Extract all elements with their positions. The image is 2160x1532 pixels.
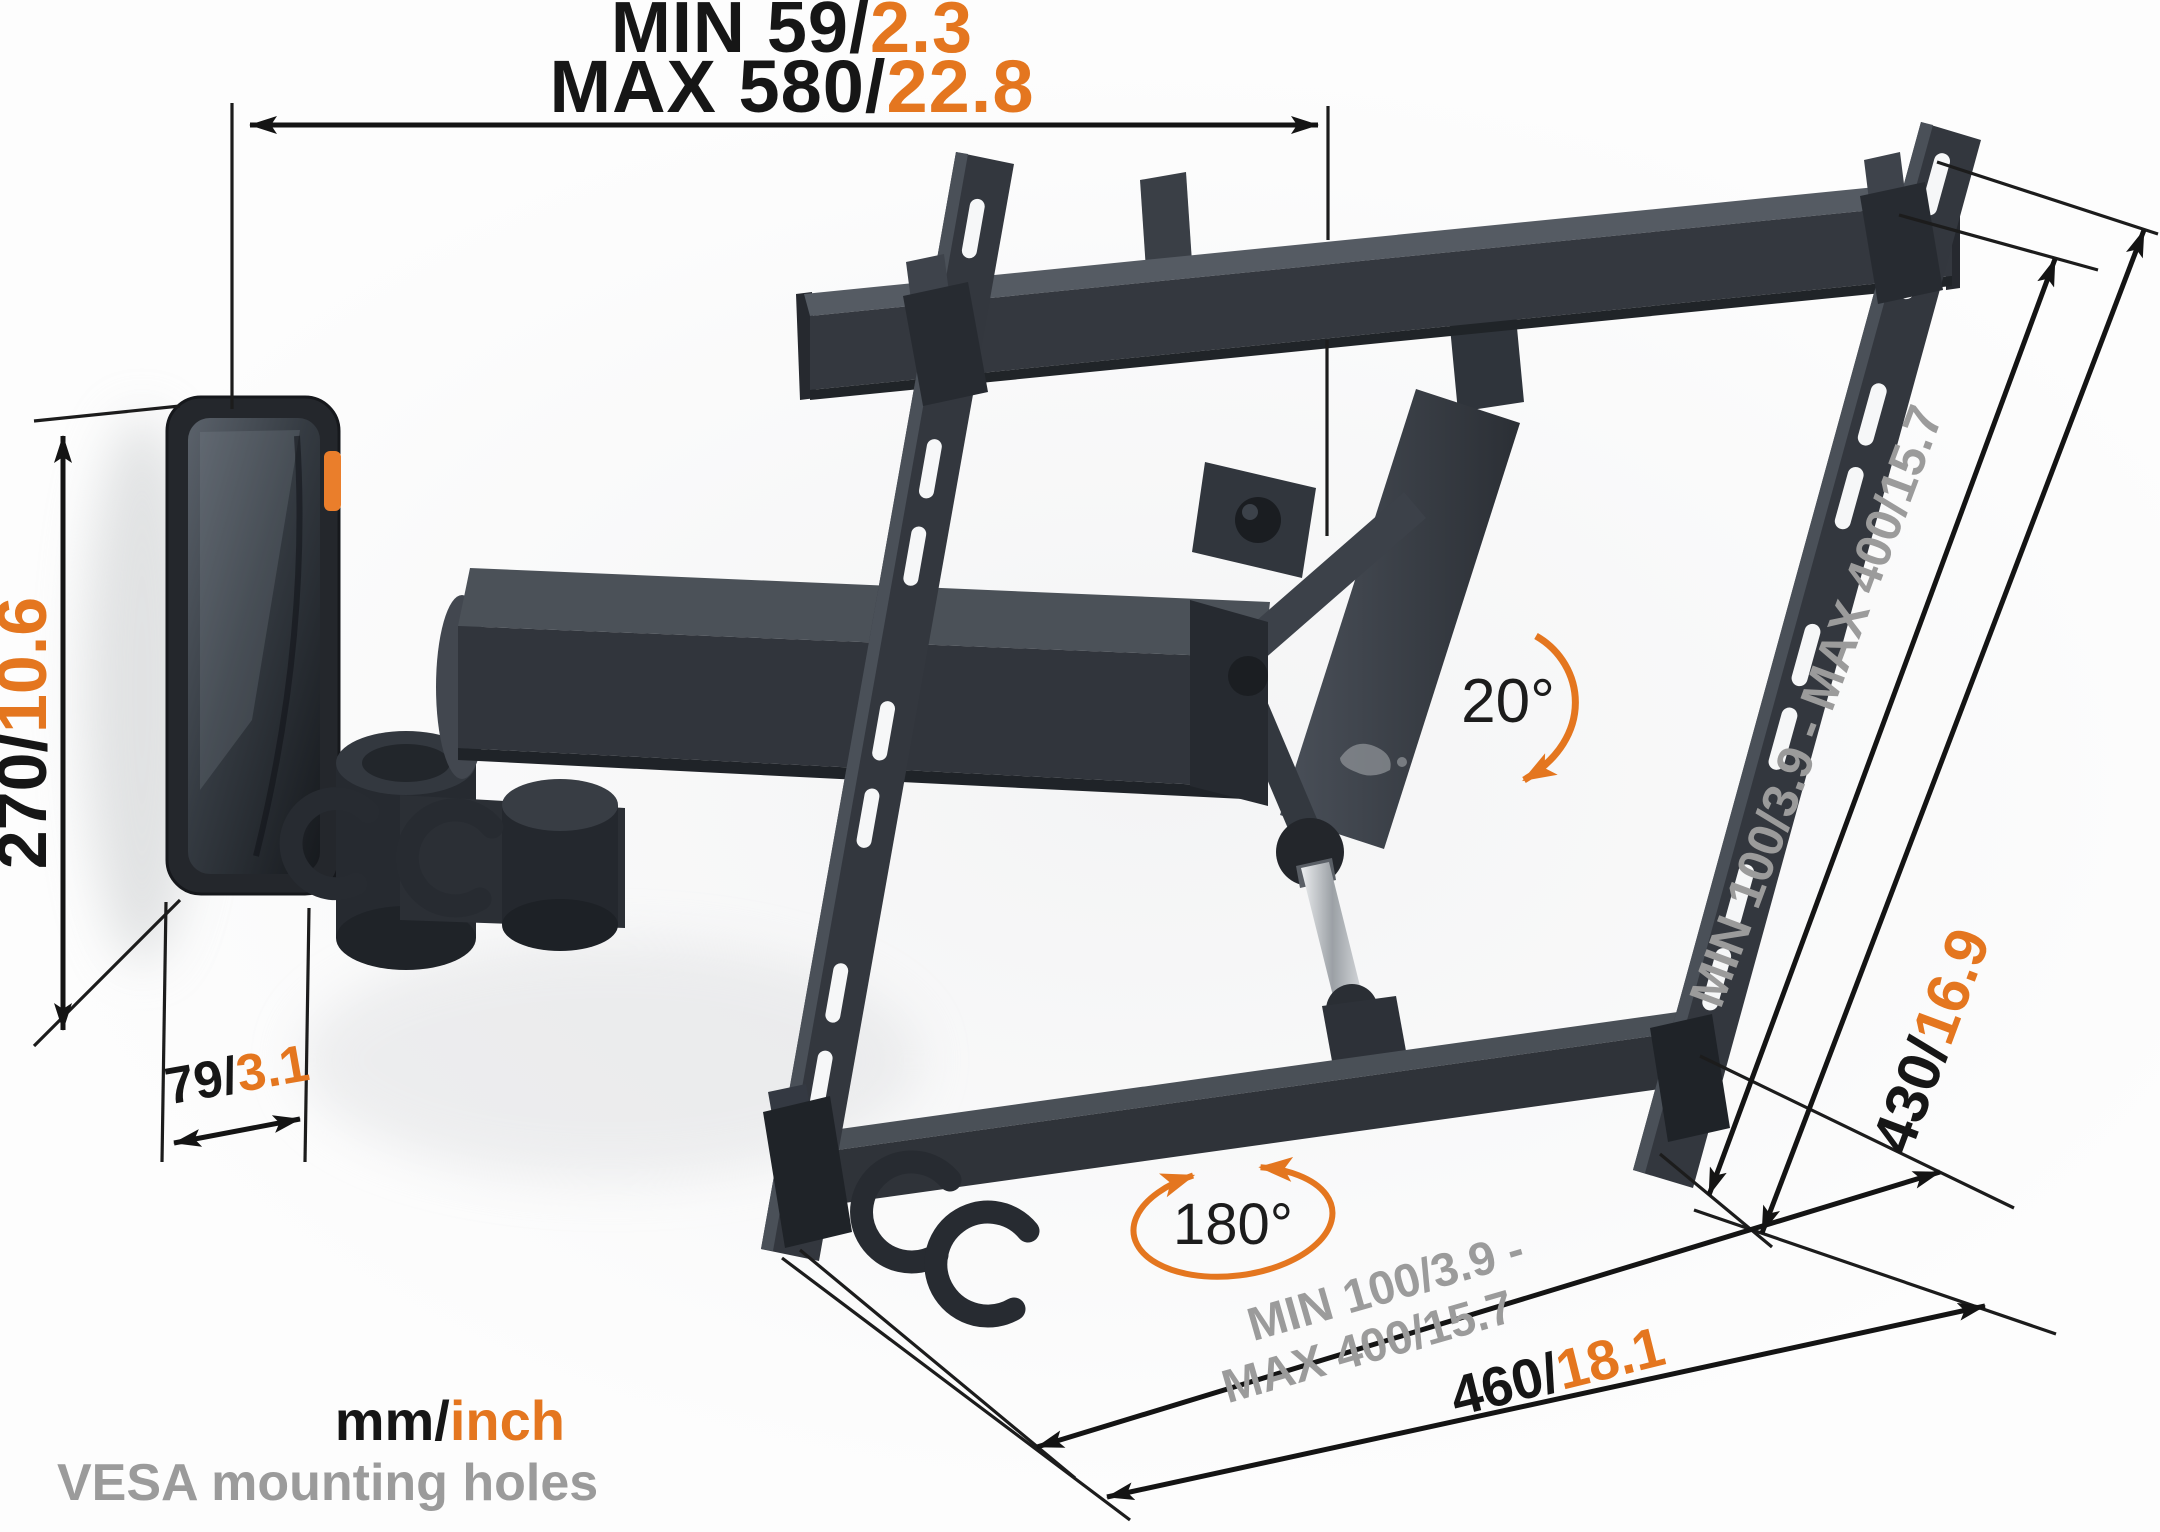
label-plate-depth: 79/3.1 [161,1034,313,1116]
label-wall-distance-max: MAX 580/22.8 [549,45,1034,128]
vesa-slot-hole [961,198,985,259]
top-crossbar-bottom-edge [810,276,1952,400]
ext-line [798,1248,1077,1480]
elbow-joint [502,779,618,951]
label-units-legend: mm/inch [335,1389,565,1452]
rail-clamp [763,1096,852,1248]
tilt-knob [1235,497,1281,543]
left-vesa-rail [761,152,1014,1261]
tilt-pivot [1228,656,1268,696]
dimension-lines [54,116,2147,1501]
tilt-mechanism [1140,172,1524,1072]
elbow-bottom [502,899,618,951]
wall-plate [165,395,341,896]
label-plate-height: 270/10.6 [0,597,61,870]
wall-plate-face [188,418,320,874]
bottom-crossbar-front-face [794,1030,1696,1210]
top-crossbar-top-face [804,180,1952,316]
left-rail-edge-highlight [761,152,968,1251]
orange-release-clip [324,451,341,511]
arm-top-face [458,568,1270,658]
cable-clip-icon [395,798,504,918]
vesa-slot-hole [903,526,927,586]
label-tilt-angle: 20° [1461,667,1555,736]
rail-hook [903,282,988,406]
elbow-top [502,779,618,831]
cable-clip-icon [924,1200,1040,1328]
vesa-slot-hole [825,963,849,1023]
top-crossbar [796,176,1960,400]
hinge-barrel-bottom [336,906,476,970]
dim-line-plate-depth [173,1115,301,1147]
tilt-knob-highlight [1242,504,1258,520]
vogels-logo [1340,743,1407,776]
label-vesa-legend: VESA mounting holes [57,1454,598,1512]
dim-line-bracket-width [1106,1302,1986,1501]
ext-line [33,404,181,423]
cable-clip-icon [850,1150,962,1274]
ext-line [303,907,311,1163]
vesa-slot-hole [872,701,896,761]
bottom-crossbar-top-face [790,1010,1696,1156]
vesa-slot-hole [918,439,942,499]
cable-clip-icon [279,787,380,901]
piston-shaft [1301,862,1364,1008]
ext-line [1936,160,2159,236]
wall-plate-gloss [200,430,300,790]
swivel-arrow-icon [1130,1157,1336,1280]
hinge-barrel-inner [362,744,450,782]
label-wall-distance-min: MIN 59/2.3 [611,0,973,68]
tilt-head-bracket [1190,600,1268,806]
tilt-link-upper [1232,492,1426,668]
wall-plate-seam [253,435,303,857]
column-rear-hook [1140,172,1192,270]
vesa-slot-hole [856,788,880,848]
tilt-arrow-icon [1522,632,1579,784]
vesa-slot-hole [1921,153,1951,216]
center-column [1280,389,1520,849]
dim-line-bracket-height [1759,229,2147,1234]
label-swivel-angle: 180° [1173,1192,1293,1257]
vesa-slot-hole [809,1050,833,1110]
top-crossbar-front-face [810,202,1952,390]
ext-line [160,901,168,1163]
